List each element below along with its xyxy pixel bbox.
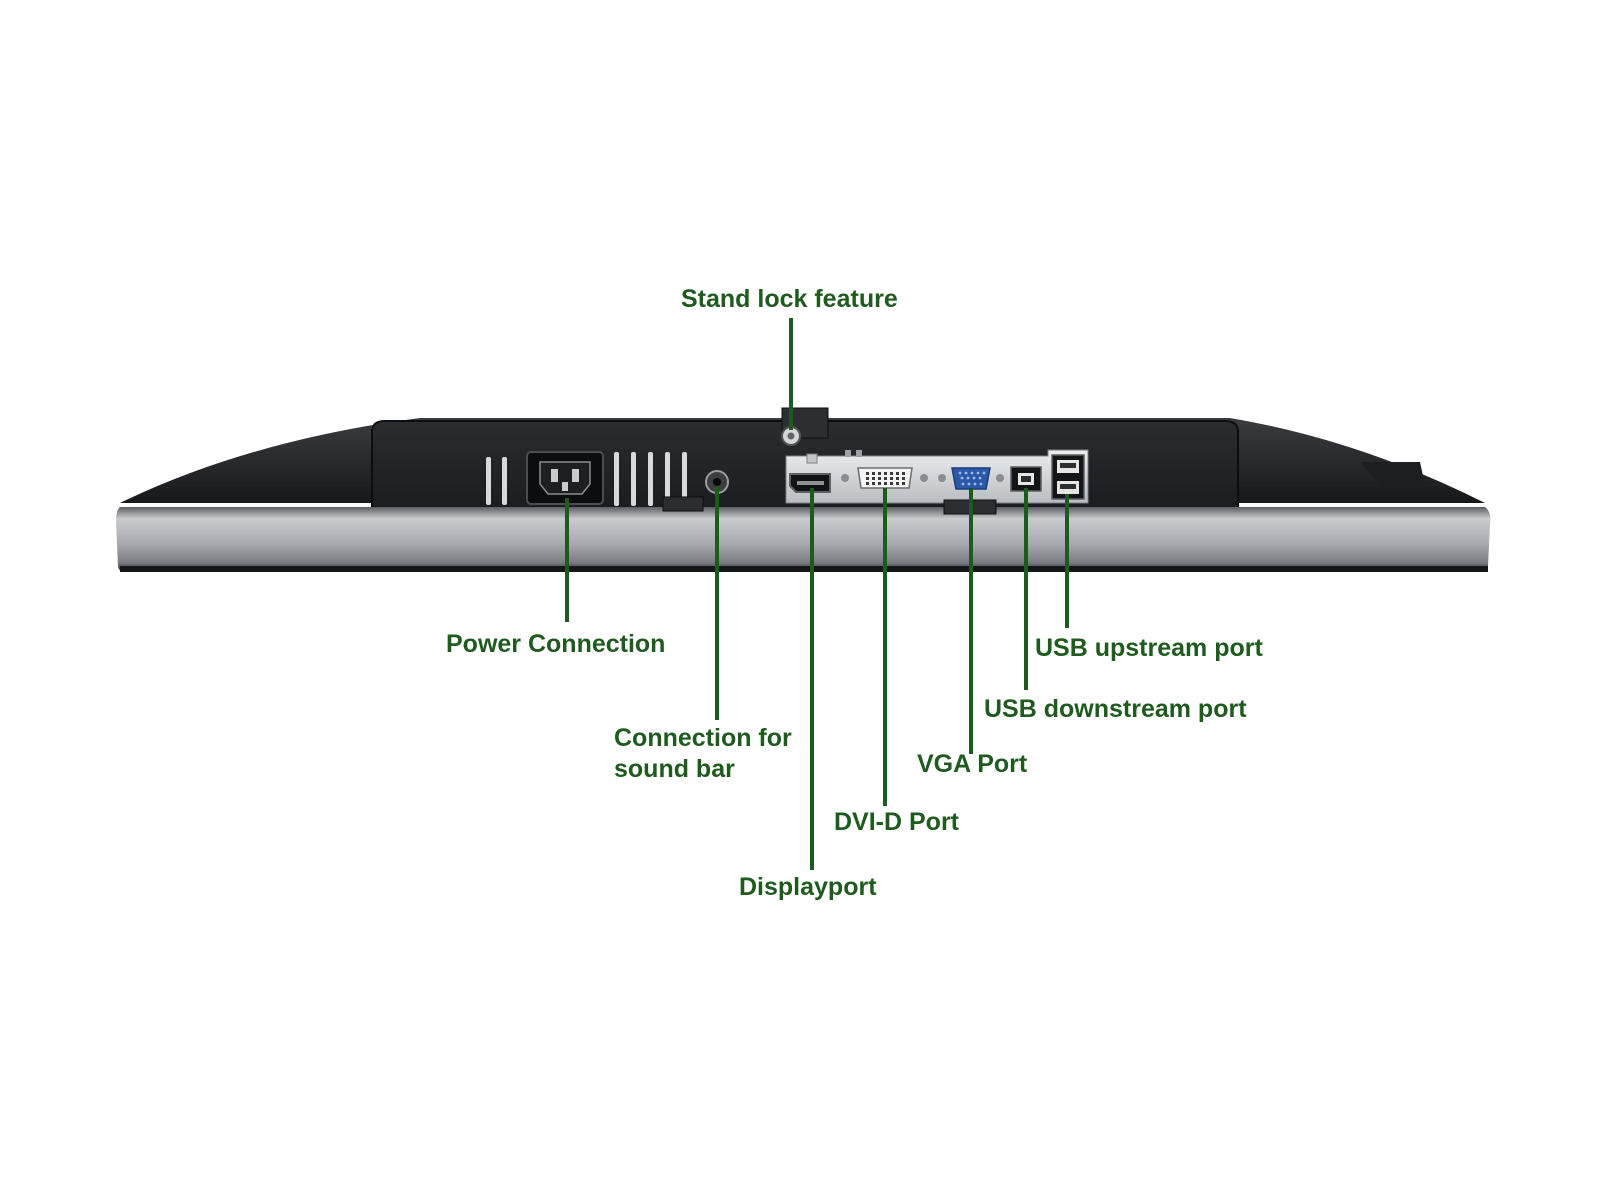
label-displayport: Displayport [739,872,877,903]
label-vga: VGA Port [917,749,1027,780]
usb-upstream-connector [1010,466,1042,492]
stand-bump [1360,462,1425,485]
label-dvi: DVI-D Port [834,807,959,838]
sound-bar-jack [705,470,729,494]
label-usb-down-text: USB downstream port [984,695,1247,723]
label-displayport-text: Displayport [739,873,877,901]
label-power-connection: Power Connection [446,629,665,660]
label-usb-downstream: USB downstream port [984,694,1247,725]
dvi-connector [841,467,928,489]
label-stand-lock-text: Stand lock feature [681,285,898,313]
label-usb-upstream: USB upstream port [1035,633,1263,664]
vent-slots-left [486,457,507,505]
label-sound-bar: Connection for sound bar [614,723,792,785]
label-sound-bar-line2: sound bar [614,755,735,783]
label-sound-bar-line1: Connection for [614,724,792,752]
label-dvi-text: DVI-D Port [834,808,959,836]
label-power-text: Power Connection [446,630,666,658]
power-connector [526,451,604,505]
vga-connector [938,467,1004,490]
label-stand-lock: Stand lock feature [681,284,898,315]
label-vga-text: VGA Port [917,750,1028,778]
vent-slots-right [614,452,687,506]
label-usb-up-text: USB upstream port [1035,634,1263,662]
monitor-bezel [116,507,1491,572]
io-plate [785,449,1089,504]
usb-downstream-connector [1051,454,1085,500]
